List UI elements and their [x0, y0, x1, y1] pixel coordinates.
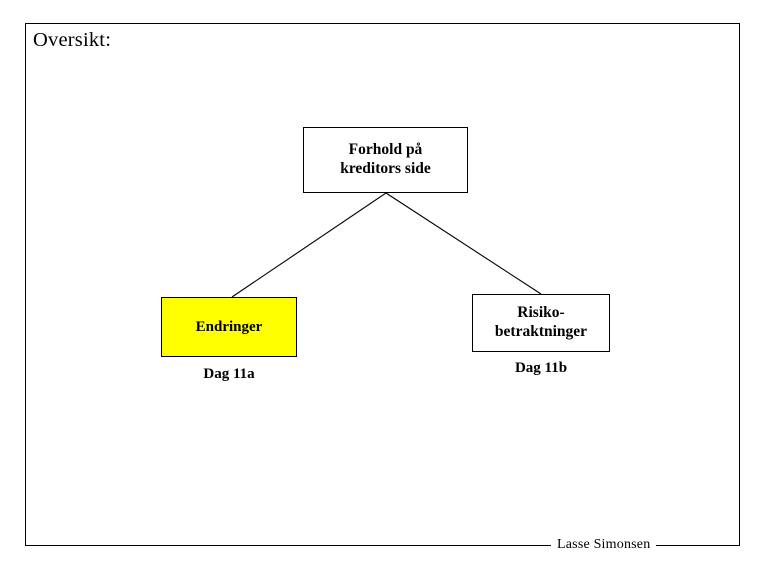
caption-dag-11a: Dag 11a: [203, 366, 255, 382]
node-endringer-label: Endringer: [195, 318, 263, 335]
node-forhold-pa-kreditors-side[interactable]: Forhold på kreditors side: [303, 127, 468, 193]
node-top-label: Forhold på kreditors side: [340, 141, 431, 177]
page-title: Oversikt:: [33, 29, 112, 51]
caption-dag-11b: Dag 11b: [514, 360, 568, 376]
node-risiko-label: Risiko- betraktninger: [494, 304, 588, 340]
slide-border-frame: [25, 23, 740, 546]
node-endringer[interactable]: Endringer: [161, 297, 297, 357]
footer-author: Lasse Simonsen: [551, 537, 657, 553]
node-risikobetraktninger[interactable]: Risiko- betraktninger: [472, 294, 610, 352]
